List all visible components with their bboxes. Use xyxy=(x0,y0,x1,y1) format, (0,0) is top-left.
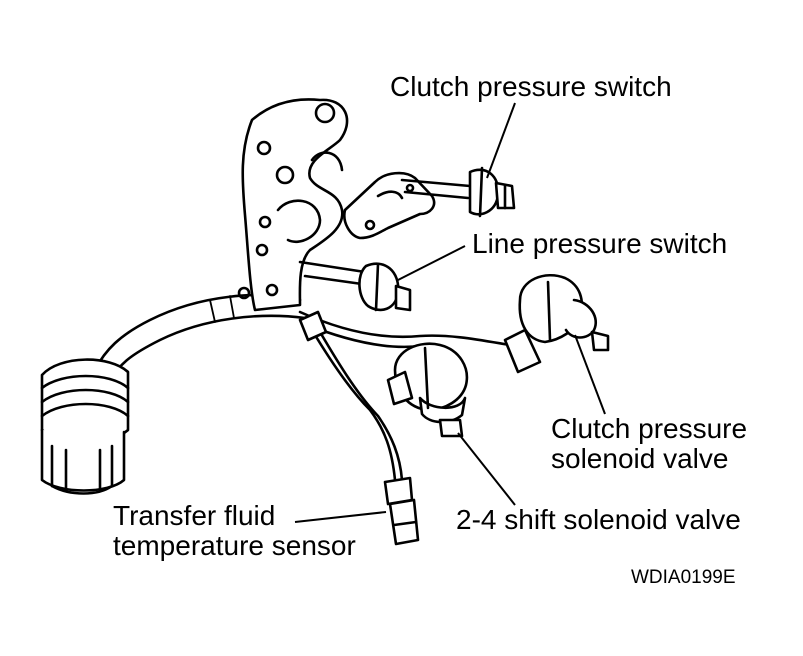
clutch-pressure-switch xyxy=(400,166,516,218)
clutch-pressure-solenoid-valve xyxy=(518,273,610,352)
label-transfer-fluid-line1: Transfer fluid xyxy=(113,500,276,531)
label-clutch-pressure-switch: Clutch pressure switch xyxy=(390,71,672,102)
leader-clutch-pressure-switch xyxy=(486,102,516,179)
leader-shift-solenoid xyxy=(457,432,516,506)
leader-transfer-sensor xyxy=(294,511,387,523)
leader-lines xyxy=(294,102,606,523)
transfer-fluid-temperature-sensor xyxy=(383,476,420,546)
label-clutch-pressure-solenoid-line2: solenoid valve xyxy=(551,443,729,474)
leader-line-pressure-switch xyxy=(397,245,466,281)
label-line-pressure-switch: Line pressure switch xyxy=(472,228,728,259)
label-shift-solenoid-valve: 2-4 shift solenoid valve xyxy=(456,504,741,535)
harness-connector xyxy=(40,358,130,495)
leader-clutch-pressure-solenoid xyxy=(574,334,606,415)
figure-code: WDIA0199E xyxy=(631,567,736,588)
solenoid-wires xyxy=(298,310,542,482)
shift-solenoid-valve xyxy=(386,342,469,438)
label-transfer-fluid-line2: temperature sensor xyxy=(113,530,356,561)
line-pressure-switch xyxy=(298,260,412,312)
label-clutch-pressure-solenoid-line1: Clutch pressure xyxy=(551,413,748,444)
switch-bracket xyxy=(343,171,436,240)
mounting-bracket xyxy=(237,98,349,312)
